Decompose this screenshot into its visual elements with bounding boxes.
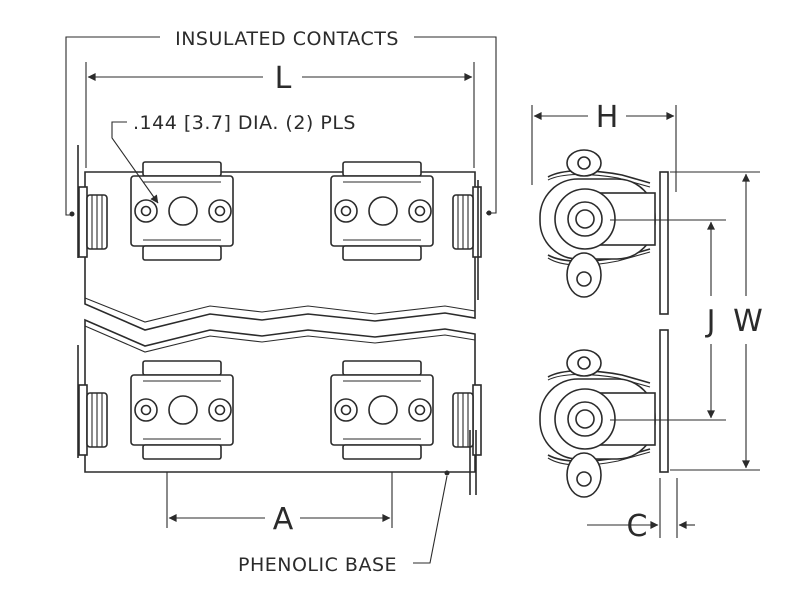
side-view [539, 149, 669, 498]
end-contact [78, 186, 108, 258]
front-view [77, 145, 482, 495]
dimension-J-label: J [705, 304, 716, 339]
side-clip [539, 149, 656, 298]
dimension-C-label: C [627, 509, 648, 544]
fuse-clip [130, 360, 234, 460]
dimension-W-label: W [733, 304, 763, 339]
end-contact [452, 186, 482, 258]
dimension-A-label: A [273, 502, 294, 537]
fuse-clip [130, 161, 234, 261]
dimensions [65, 36, 760, 564]
hole-diameter-note: .144 [3.7] DIA. (2) PLS [133, 112, 356, 134]
side-clip [539, 349, 656, 498]
dimension-L-label: L [275, 61, 292, 96]
insulated-contacts-label: INSULATED CONTACTS [175, 28, 399, 50]
dimension-H-label: H [596, 100, 619, 135]
phenolic-base-label: PHENOLIC BASE [238, 554, 397, 576]
fuse-clip [330, 360, 434, 460]
end-contact [78, 384, 108, 456]
fuse-clip [330, 161, 434, 261]
